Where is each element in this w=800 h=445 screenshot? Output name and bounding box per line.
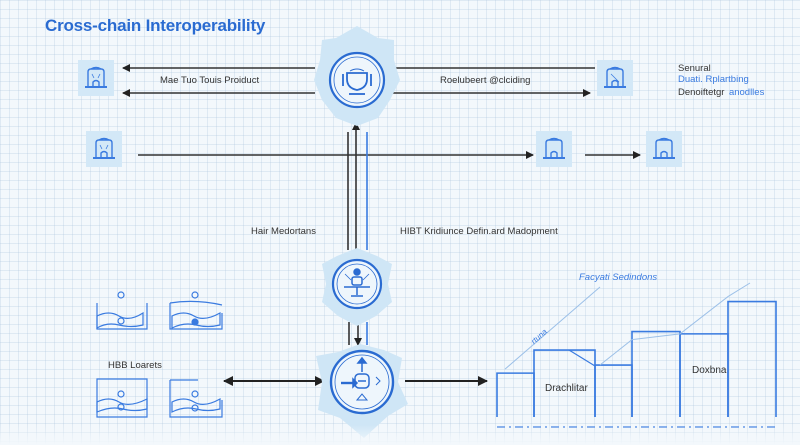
label-top-left-link: Mae Tuo Touis Proiduct	[160, 75, 260, 86]
server-node-icon	[653, 137, 675, 159]
pool-icon-2[interactable]	[169, 291, 223, 330]
chart-bar-3	[594, 364, 633, 417]
server-node-top-left[interactable]	[78, 60, 114, 96]
bridge-node-icon	[344, 268, 370, 297]
chart-bar-label-1: Drachlitar	[545, 383, 588, 394]
pool-icon-3[interactable]	[96, 378, 148, 418]
bar-chart	[496, 282, 777, 428]
label-top-right-link: Roelubeert @clciding	[440, 75, 531, 86]
top-hub-node[interactable]	[314, 26, 400, 126]
server-node-row2-mid[interactable]	[536, 131, 572, 167]
legend-line-3: Denoiftetgr anodlles	[678, 85, 764, 98]
bottom-fade	[0, 425, 800, 445]
chart-bar-label-2: Doxbna	[692, 365, 727, 376]
legend-line-3b: anodlles	[728, 87, 765, 98]
legend-line-3a: Denoiftetgr	[678, 87, 725, 98]
server-node-icon	[85, 66, 107, 88]
server-node-row2-left[interactable]	[86, 131, 122, 167]
legend-line-2: Duati. Rplartbing	[678, 74, 749, 85]
shield-emblem-icon	[342, 68, 372, 95]
server-node-icon	[604, 66, 626, 88]
pool-icon-1[interactable]	[96, 291, 148, 330]
chart-trend-line-2	[599, 282, 751, 366]
middle-hub-node[interactable]	[322, 248, 392, 326]
diagram-title: Cross-chain Interoperability	[45, 16, 266, 35]
label-middle-left: Hair Medortans	[251, 226, 316, 237]
label-middle-right: HIBT Kridiunce Defin.ard Madopment	[400, 226, 558, 237]
server-node-icon	[93, 137, 115, 159]
chart-trend-line-1	[504, 286, 601, 370]
legend-line-1: Senural	[678, 63, 711, 74]
chart-bar-1	[496, 372, 535, 417]
bottom-hub-node[interactable]	[316, 344, 408, 438]
router-node-icon	[341, 356, 381, 401]
server-node-top-right[interactable]	[597, 60, 633, 96]
chart-bar-4	[631, 330, 681, 417]
chart-decline-segment	[568, 349, 596, 367]
pool-icon-4[interactable]	[169, 379, 223, 418]
chart-bar-6	[727, 300, 777, 417]
server-node-row2-right[interactable]	[646, 131, 682, 167]
label-bottom-left: HBB Loarets	[108, 360, 162, 371]
server-node-icon	[543, 137, 565, 159]
legend: Senural Duati. Rplartbing Denoiftetgr an…	[678, 63, 764, 98]
chart-title: Facyati Sedindons	[579, 272, 658, 283]
